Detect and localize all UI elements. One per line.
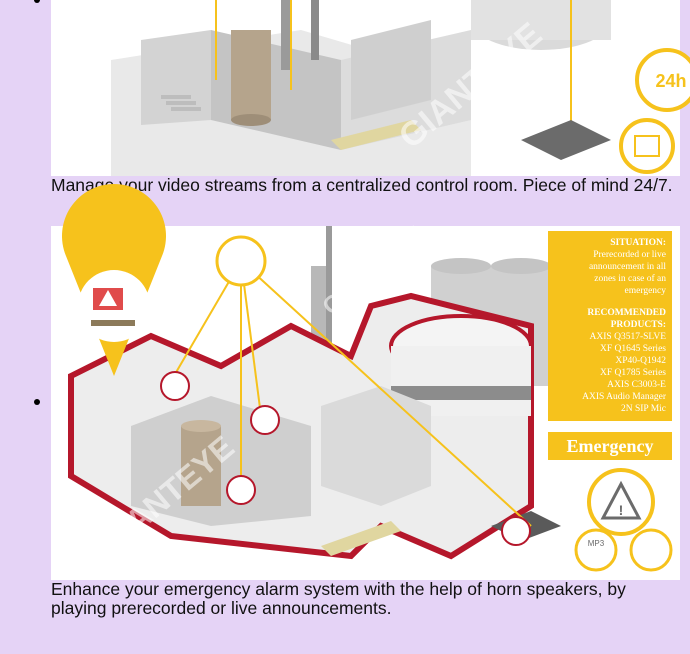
caption-emergency: Enhance your emergency alarm system with… (51, 579, 626, 618)
central-speaker-icon (215, 235, 267, 287)
caption-control-room: Manage your video streams from a central… (51, 175, 673, 195)
mp3-file-icon (574, 528, 618, 572)
voice-announcement-icon (629, 528, 673, 572)
situation-line: zones in case of an (594, 274, 666, 284)
horn-speaker-icon (250, 405, 280, 435)
product-item: AXIS Q3517-SLVE (589, 332, 666, 342)
product-item: AXIS Audio Manager (582, 392, 666, 402)
factory-scene-2: ! MP3 GIANTEYE GIANTEYE (62, 184, 673, 572)
illustration-control-room: 24h GIANTEYE (51, 0, 690, 176)
situation-heading: SITUATION: (610, 238, 666, 248)
product-item: XF Q1645 Series (600, 344, 666, 354)
situation-line: emergency (624, 286, 667, 296)
horn-speaker-icon (226, 475, 256, 505)
list-bullet-2 (34, 399, 40, 405)
clock-24h-icon (635, 48, 690, 112)
badge-24h-label: 24h (655, 71, 686, 91)
emergency-label: Emergency (548, 432, 672, 460)
product-item: 2N SIP Mic (620, 404, 666, 414)
products-heading-2: PRODUCTS: (610, 320, 666, 330)
products-heading: RECOMMENDED (587, 308, 666, 318)
product-item: XF Q1785 Series (600, 368, 666, 378)
factory-scene-1: 24h GIANTEYE (111, 0, 690, 176)
situation-info-box: SITUATION: Prerecorded or live announcem… (548, 231, 672, 421)
svg-text:!: ! (619, 502, 624, 518)
calendar-icon (619, 118, 675, 174)
product-item: AXIS C3003-E (607, 380, 666, 390)
illustration-emergency: ! MP3 GIANTEYE GIANTEYE SITUATION: Prere… (51, 184, 680, 580)
situation-line: announcement in all (588, 262, 666, 272)
situation-line: Prerecorded or live (593, 250, 666, 260)
product-item: XP40-Q1942 (615, 356, 666, 366)
horn-speaker-icon (160, 371, 190, 401)
horn-speaker-icon (501, 516, 531, 546)
list-bullet-1 (34, 0, 40, 3)
mp3-label: MP3 (588, 539, 605, 548)
